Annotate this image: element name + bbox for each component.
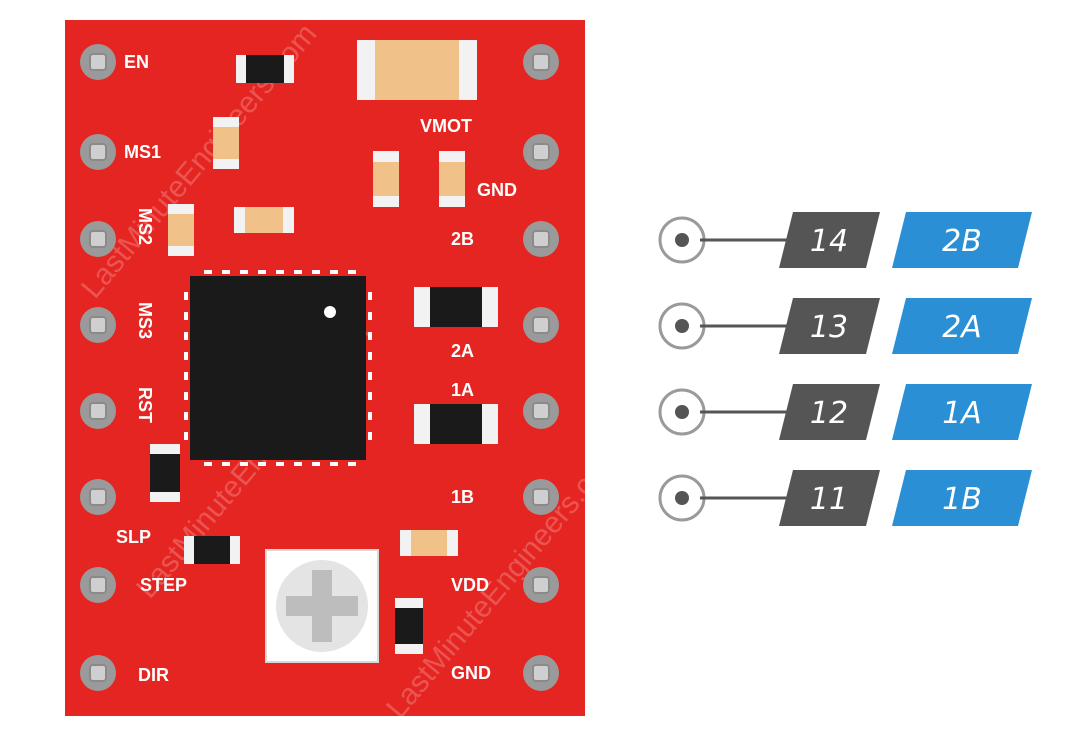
smd-resistor bbox=[150, 444, 180, 502]
pin-name-badge bbox=[892, 212, 1032, 268]
pin-hole bbox=[89, 576, 107, 594]
pin-dot-icon bbox=[675, 405, 689, 419]
pin-step bbox=[80, 567, 116, 603]
pin-ms3 bbox=[80, 307, 116, 343]
pin-hole bbox=[532, 576, 550, 594]
pin-label-vdd: VDD bbox=[451, 575, 489, 595]
pin-label-gnd-top: GND bbox=[477, 180, 517, 200]
smd-resistor bbox=[236, 55, 294, 83]
pin-label-ms3: MS3 bbox=[135, 302, 155, 339]
pin-name-badge bbox=[892, 470, 1032, 526]
pin-hole bbox=[532, 664, 550, 682]
driver-ic-chip bbox=[184, 270, 372, 466]
pin-hole bbox=[89, 488, 107, 506]
current-limit-potentiometer bbox=[265, 549, 379, 663]
pin-en bbox=[80, 44, 116, 80]
pin-label-en: EN bbox=[124, 52, 149, 72]
pin-1b bbox=[523, 479, 559, 515]
smd-capacitor bbox=[439, 151, 465, 207]
pin-hole bbox=[89, 230, 107, 248]
smd-components bbox=[150, 40, 498, 654]
pin-dir bbox=[80, 655, 116, 691]
pin-name-text: 2A bbox=[942, 310, 982, 345]
pin-rst bbox=[80, 393, 116, 429]
pin-hole bbox=[532, 488, 550, 506]
pin-hole bbox=[89, 53, 107, 71]
pin-label-gnd-bottom: GND bbox=[451, 663, 491, 683]
smd-capacitor bbox=[234, 207, 294, 233]
pin-hole bbox=[89, 143, 107, 161]
pin-number-text: 12 bbox=[810, 396, 848, 431]
pin-number-badge bbox=[779, 470, 880, 526]
pin-vmot bbox=[523, 44, 559, 80]
pin-gnd-bottom bbox=[523, 655, 559, 691]
ic-pin1-dot bbox=[324, 306, 336, 318]
pin-hole bbox=[532, 316, 550, 334]
pin-name-text: 1A bbox=[942, 396, 982, 431]
pot-cross-icon bbox=[286, 570, 358, 642]
pin-hole bbox=[532, 143, 550, 161]
driver-board: LastMinuteEngineers.com LastMinuteEngine… bbox=[65, 20, 585, 716]
pin-label-step: STEP bbox=[140, 575, 187, 595]
pin-label-2b: 2B bbox=[451, 229, 474, 249]
motor-output-legend: 14 2B 13 2A 12 1A 11 1B bbox=[658, 212, 1032, 526]
pin-2b bbox=[523, 221, 559, 257]
smd-resistor bbox=[184, 536, 240, 564]
pin-2a bbox=[523, 307, 559, 343]
right-pin-headers bbox=[523, 44, 559, 691]
smd-resistor bbox=[414, 287, 498, 327]
pin-dot-icon bbox=[675, 233, 689, 247]
legend-row: 14 2B bbox=[658, 212, 1032, 268]
pin-dot-icon bbox=[675, 491, 689, 505]
smd-capacitor bbox=[213, 117, 239, 169]
pin-1a bbox=[523, 393, 559, 429]
pin-number-badge bbox=[779, 298, 880, 354]
pin-hole bbox=[532, 230, 550, 248]
pin-ms2 bbox=[80, 221, 116, 257]
ic-pins bbox=[184, 270, 372, 466]
legend-row: 11 1B bbox=[658, 470, 1032, 526]
right-pin-labels: VMOT GND 2B 2A 1A 1B VDD GND bbox=[420, 116, 517, 683]
smd-resistor bbox=[395, 598, 423, 654]
pin-hole bbox=[532, 53, 550, 71]
pin-number-text: 11 bbox=[810, 482, 848, 517]
pin-number-text: 14 bbox=[810, 224, 848, 259]
pin-number-badge bbox=[779, 384, 880, 440]
pin-label-dir: DIR bbox=[138, 665, 169, 685]
smd-capacitor bbox=[168, 204, 194, 256]
pin-name-badge bbox=[892, 384, 1032, 440]
pin-number-badge bbox=[779, 212, 880, 268]
pin-slp bbox=[80, 479, 116, 515]
pin-label-1b: 1B bbox=[451, 487, 474, 507]
pin-label-1a: 1A bbox=[451, 380, 474, 400]
pin-label-ms1: MS1 bbox=[124, 142, 161, 162]
pin-gnd-top bbox=[523, 134, 559, 170]
pin-label-ms2: MS2 bbox=[135, 208, 155, 245]
pin-hole bbox=[89, 664, 107, 682]
smd-resistor bbox=[414, 404, 498, 444]
pin-label-slp: SLP bbox=[116, 527, 151, 547]
pin-name-text: 2B bbox=[942, 224, 982, 259]
legend-row: 13 2A bbox=[658, 298, 1032, 354]
pin-ms1 bbox=[80, 134, 116, 170]
left-pin-labels: EN MS1 MS2 MS3 RST SLP STEP DIR bbox=[116, 52, 187, 685]
pin-hole bbox=[532, 402, 550, 420]
pin-name-badge bbox=[892, 298, 1032, 354]
pin-hole bbox=[89, 316, 107, 334]
smd-capacitor bbox=[400, 530, 458, 556]
smd-capacitor-large bbox=[357, 40, 477, 100]
pin-label-2a: 2A bbox=[451, 341, 474, 361]
pin-label-vmot: VMOT bbox=[420, 116, 472, 136]
pin-number-text: 13 bbox=[810, 310, 848, 345]
legend-row: 12 1A bbox=[658, 384, 1032, 440]
pin-label-rst: RST bbox=[135, 387, 155, 423]
left-pin-headers bbox=[80, 44, 116, 691]
pin-name-text: 1B bbox=[942, 482, 982, 517]
smd-capacitor bbox=[373, 151, 399, 207]
pin-vdd bbox=[523, 567, 559, 603]
pin-hole bbox=[89, 402, 107, 420]
pin-dot-icon bbox=[675, 319, 689, 333]
